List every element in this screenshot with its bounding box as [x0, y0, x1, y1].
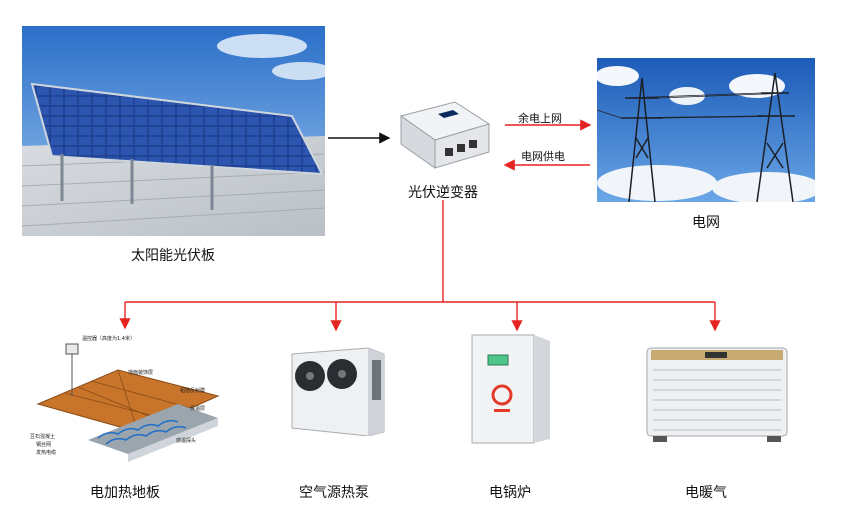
inverter-image: [393, 98, 493, 176]
floor-label-1: 地面装饰层: [128, 369, 153, 376]
floor-label-2: 铝箔反射膜: [180, 387, 205, 394]
floor-heating-label: 电加热地板: [90, 485, 160, 501]
heat-pump-label: 空气源热泵: [299, 485, 369, 501]
flow-label-to-grid: 余电上网: [518, 112, 562, 125]
grid-image: [597, 58, 815, 202]
floor-label-3: 保温层: [190, 405, 205, 412]
inverter-label: 光伏逆变器: [408, 185, 478, 201]
heater-label: 电暖气: [685, 485, 727, 501]
solar-panel-label: 太阳能光伏板: [131, 248, 215, 264]
boiler-label: 电锅炉: [489, 485, 531, 501]
heat-pump-image: [290, 344, 386, 436]
floor-label-7: 感温探头: [176, 437, 196, 444]
grid-label: 电网: [692, 215, 720, 231]
floor-label-5: 钢丝网: [36, 441, 51, 448]
floor-label-0: 温控器（高度为1.4米）: [82, 335, 135, 342]
floor-heating-image: 温控器（高度为1.4米） 地面装饰层 铝箔反射膜 保温层 豆石混凝土 钢丝网 发…: [28, 330, 228, 470]
heater-image: [645, 346, 789, 446]
boiler-image: [470, 333, 552, 446]
solar-panel-image: [22, 26, 325, 236]
flow-label-from-grid: 电网供电: [521, 150, 565, 163]
floor-label-4: 豆石混凝土: [30, 433, 55, 440]
floor-label-6: 发热电缆: [36, 449, 56, 456]
